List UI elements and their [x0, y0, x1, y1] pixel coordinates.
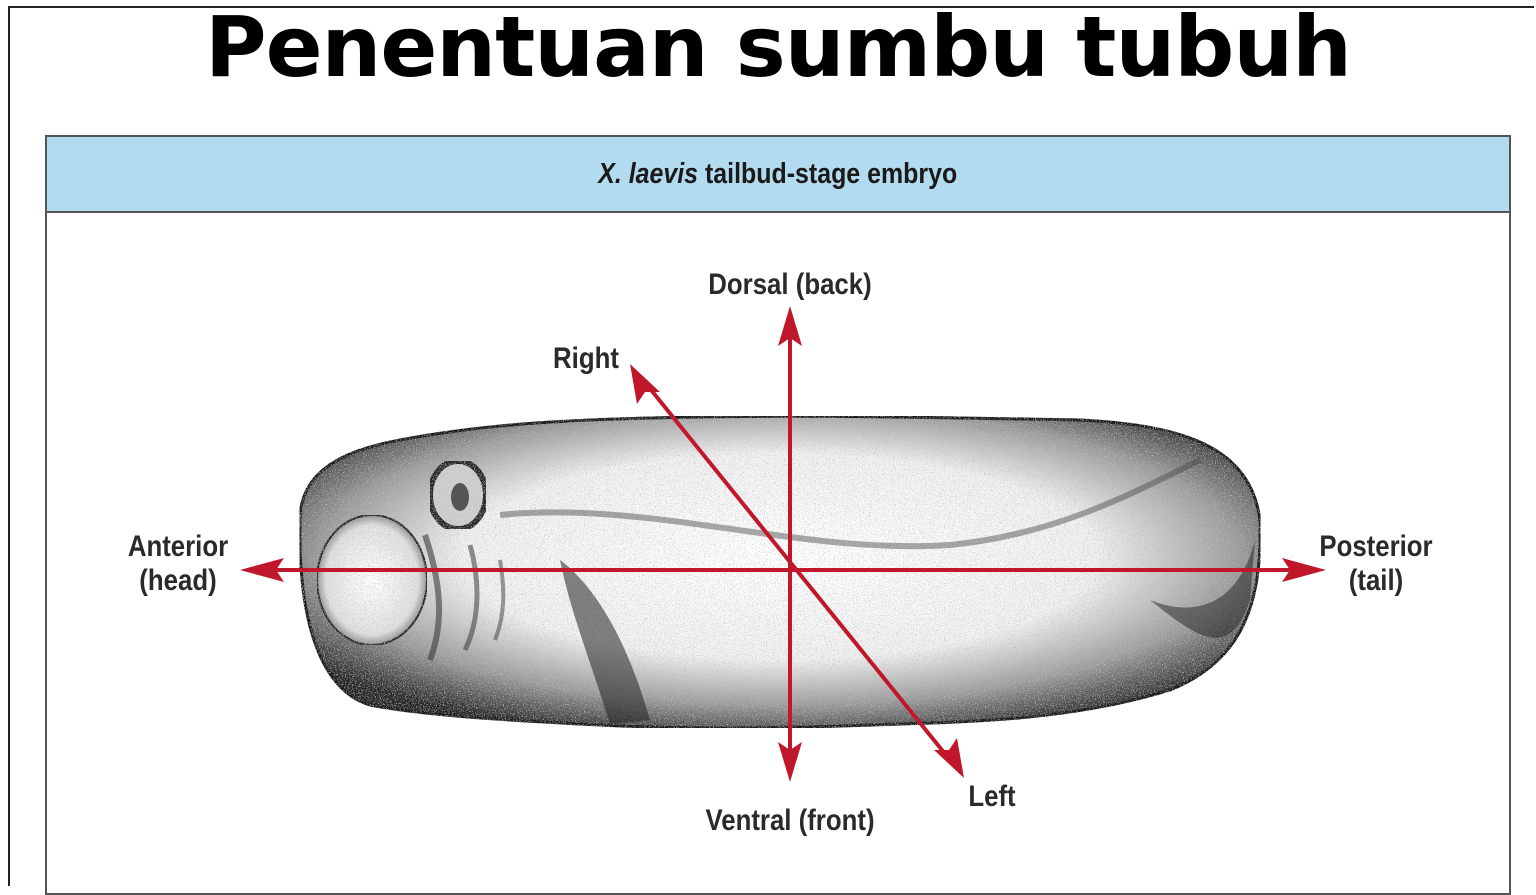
body-axis-diagram: Dorsal (back) Ventral (front) Right Left… — [0, 0, 1536, 869]
label-posterior-sub: (tail) — [1349, 563, 1403, 596]
label-right: Right — [553, 341, 619, 374]
label-anterior: Anterior — [128, 529, 228, 562]
label-ventral: Ventral (front) — [705, 803, 874, 836]
embryo-illustration — [300, 416, 1260, 728]
label-anterior-sub: (head) — [139, 563, 216, 596]
label-dorsal: Dorsal (back) — [708, 267, 871, 300]
label-posterior: Posterior — [1319, 529, 1432, 562]
embryo-head — [317, 515, 427, 645]
label-left: Left — [968, 779, 1015, 812]
embryo-eye-center — [451, 483, 469, 511]
